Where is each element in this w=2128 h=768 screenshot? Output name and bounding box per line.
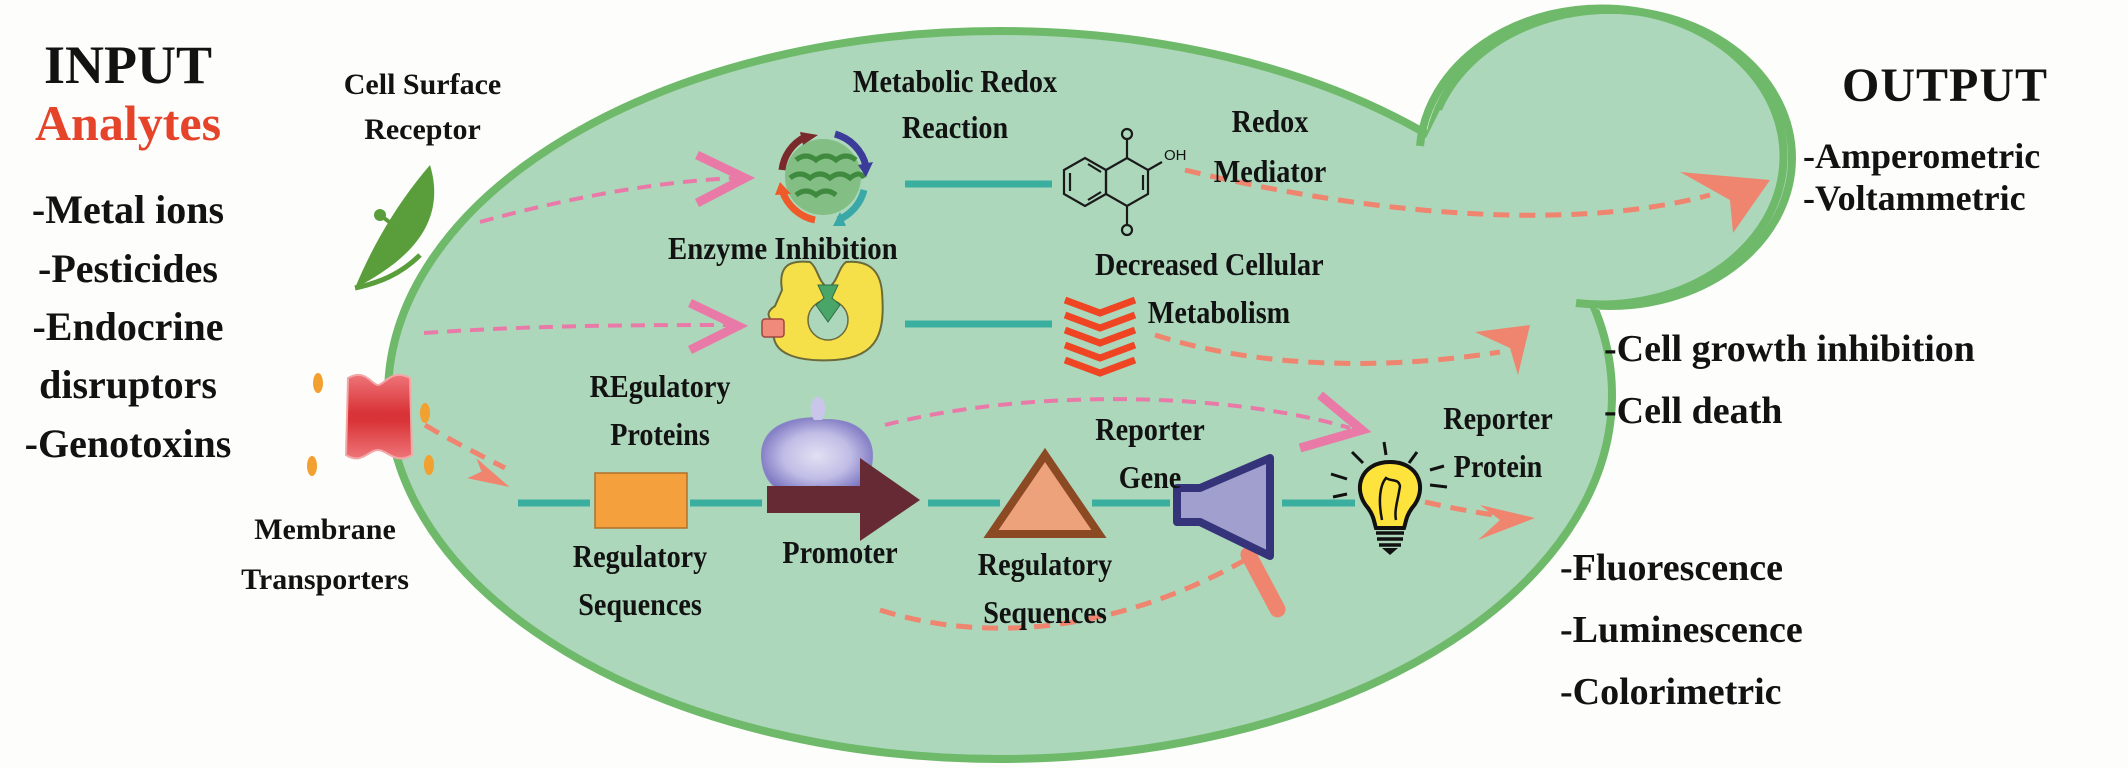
label-line: Reporter <box>1443 400 1553 436</box>
enzyme-icon <box>761 260 884 362</box>
promoter-arrow-icon <box>767 458 920 541</box>
membrane-transporters-label: Membrane Transporters <box>205 505 445 605</box>
cell-surface-receptor-icon <box>354 165 435 291</box>
label-line: Reaction <box>901 109 1009 145</box>
dashed-arrow-regprot-to-reporter <box>884 397 1351 430</box>
membrane-transporter-icon <box>307 373 434 476</box>
output-item: -Fluorescence <box>1560 547 1783 589</box>
pink-chevron-icons <box>687 150 1372 453</box>
arrowhead-icon <box>1478 505 1535 540</box>
output-item: -Cell death <box>1604 390 1783 432</box>
mediator-oh-label: OH <box>1164 147 1187 164</box>
label-line: REgulatory <box>589 368 731 404</box>
label-line: Decreased Cellular <box>1095 246 1324 282</box>
regulatory-sequences-label-1: Regulatory Sequences <box>552 532 728 628</box>
regulatory-sequence-triangle-icon <box>983 447 1107 538</box>
dashed-arrow-to-enzyme <box>423 323 736 335</box>
analyte-item: -Metal ions <box>31 187 225 232</box>
regulatory-sequences-label-2: Regulatory Sequences <box>953 540 1138 636</box>
dashed-arrow-metabolism-to-growth <box>1154 332 1501 366</box>
arrowhead-icons <box>467 172 1770 618</box>
arrowhead-icon <box>467 458 510 487</box>
analyte-particle <box>307 456 317 476</box>
chevron-icon <box>687 298 749 355</box>
analyte-item: disruptors <box>39 362 217 407</box>
chevron-icon <box>694 150 756 207</box>
label-line: Gene <box>1118 459 1182 495</box>
bud-cell-fill <box>1432 14 1788 302</box>
label-line: Receptor <box>364 113 481 146</box>
yeast-cell <box>384 4 1796 763</box>
arrowhead-icon <box>1475 325 1530 375</box>
arrowhead-icon <box>1680 172 1770 233</box>
output-item: -Voltammetric <box>1803 178 2026 218</box>
analyte-item: -Genotoxins <box>24 421 232 466</box>
enzyme-inhibition-label: Enzyme Inhibition <box>668 230 898 266</box>
decreased-metabolism-label: Decreased Cellular Metabolism <box>1095 240 1324 336</box>
label-line: Protein <box>1453 448 1543 484</box>
analyte-particle <box>424 455 434 475</box>
label-line: Cell Surface <box>343 68 502 101</box>
metabolic-redox-reaction-label: Metabolic Redox Reaction <box>810 58 1100 150</box>
reporter-protein-label: Reporter Protein <box>1428 394 1569 490</box>
reporter-gene-icon <box>1173 454 1274 560</box>
inhibitor-icon <box>761 318 785 338</box>
output-item: -Amperometric <box>1803 136 2041 176</box>
chevron-icon <box>1298 391 1372 453</box>
regulatory-sequence-box-icon <box>594 472 688 529</box>
label-line: Metabolism <box>1147 294 1291 330</box>
dashed-arrow-mediator-to-amperometric <box>1184 167 1711 218</box>
dashed-arrow-receptor-to-redox <box>479 176 736 224</box>
light-bulb-icon <box>1330 441 1448 555</box>
regulatory-protein-icon <box>761 396 873 495</box>
output-item: -Luminescence <box>1560 609 1803 651</box>
redox-enzyme-cycle-icon <box>775 130 873 226</box>
input-title: INPUT <box>43 35 212 95</box>
label-line: Proteins <box>610 416 710 452</box>
cell-surface-receptor-label: Cell Surface Receptor <box>300 62 545 152</box>
input-signal-arrows <box>423 176 1351 430</box>
label-line: Transporters <box>241 563 409 596</box>
decreased-metabolism-chevrons-icon <box>1063 296 1137 377</box>
analyte-particle <box>313 373 323 393</box>
dashed-inhibition-line <box>879 557 1247 631</box>
output-item: -Cell growth inhibition <box>1604 328 1975 370</box>
redox-mediator-label: Redox Mediator <box>1200 96 1341 196</box>
label-line: Sequences <box>983 594 1107 630</box>
promoter-label: Promoter <box>782 534 898 570</box>
regulatory-proteins-label: REgulatory Proteins <box>572 362 748 458</box>
analyte-particle <box>420 403 430 423</box>
analyte-item: -Endocrine <box>32 304 224 349</box>
connector-lines <box>518 180 1355 507</box>
label-line: Metabolic Redox <box>852 63 1058 99</box>
label-line: Membrane <box>254 513 396 546</box>
label-line: Regulatory <box>572 538 708 574</box>
analytes-heading: Analytes <box>34 95 222 151</box>
redox-mediator-molecule-icon <box>1062 127 1163 237</box>
output-title: OUTPUT <box>1842 59 2049 112</box>
inhibition-bar-icon <box>1240 546 1286 618</box>
output-item: -Colorimetric <box>1560 671 1782 713</box>
label-line: Redox <box>1231 103 1309 139</box>
label-line: Reporter <box>1095 411 1205 447</box>
analyte-item: -Pesticides <box>38 246 218 291</box>
reporter-gene-label: Reporter Gene <box>1080 405 1221 501</box>
label-line: Mediator <box>1213 153 1327 189</box>
bud-border-top <box>1416 4 1788 309</box>
label-line: Sequences <box>578 586 702 622</box>
dashed-arrow-transporter-to-regseq <box>423 422 507 471</box>
label-line: Regulatory <box>977 546 1113 582</box>
